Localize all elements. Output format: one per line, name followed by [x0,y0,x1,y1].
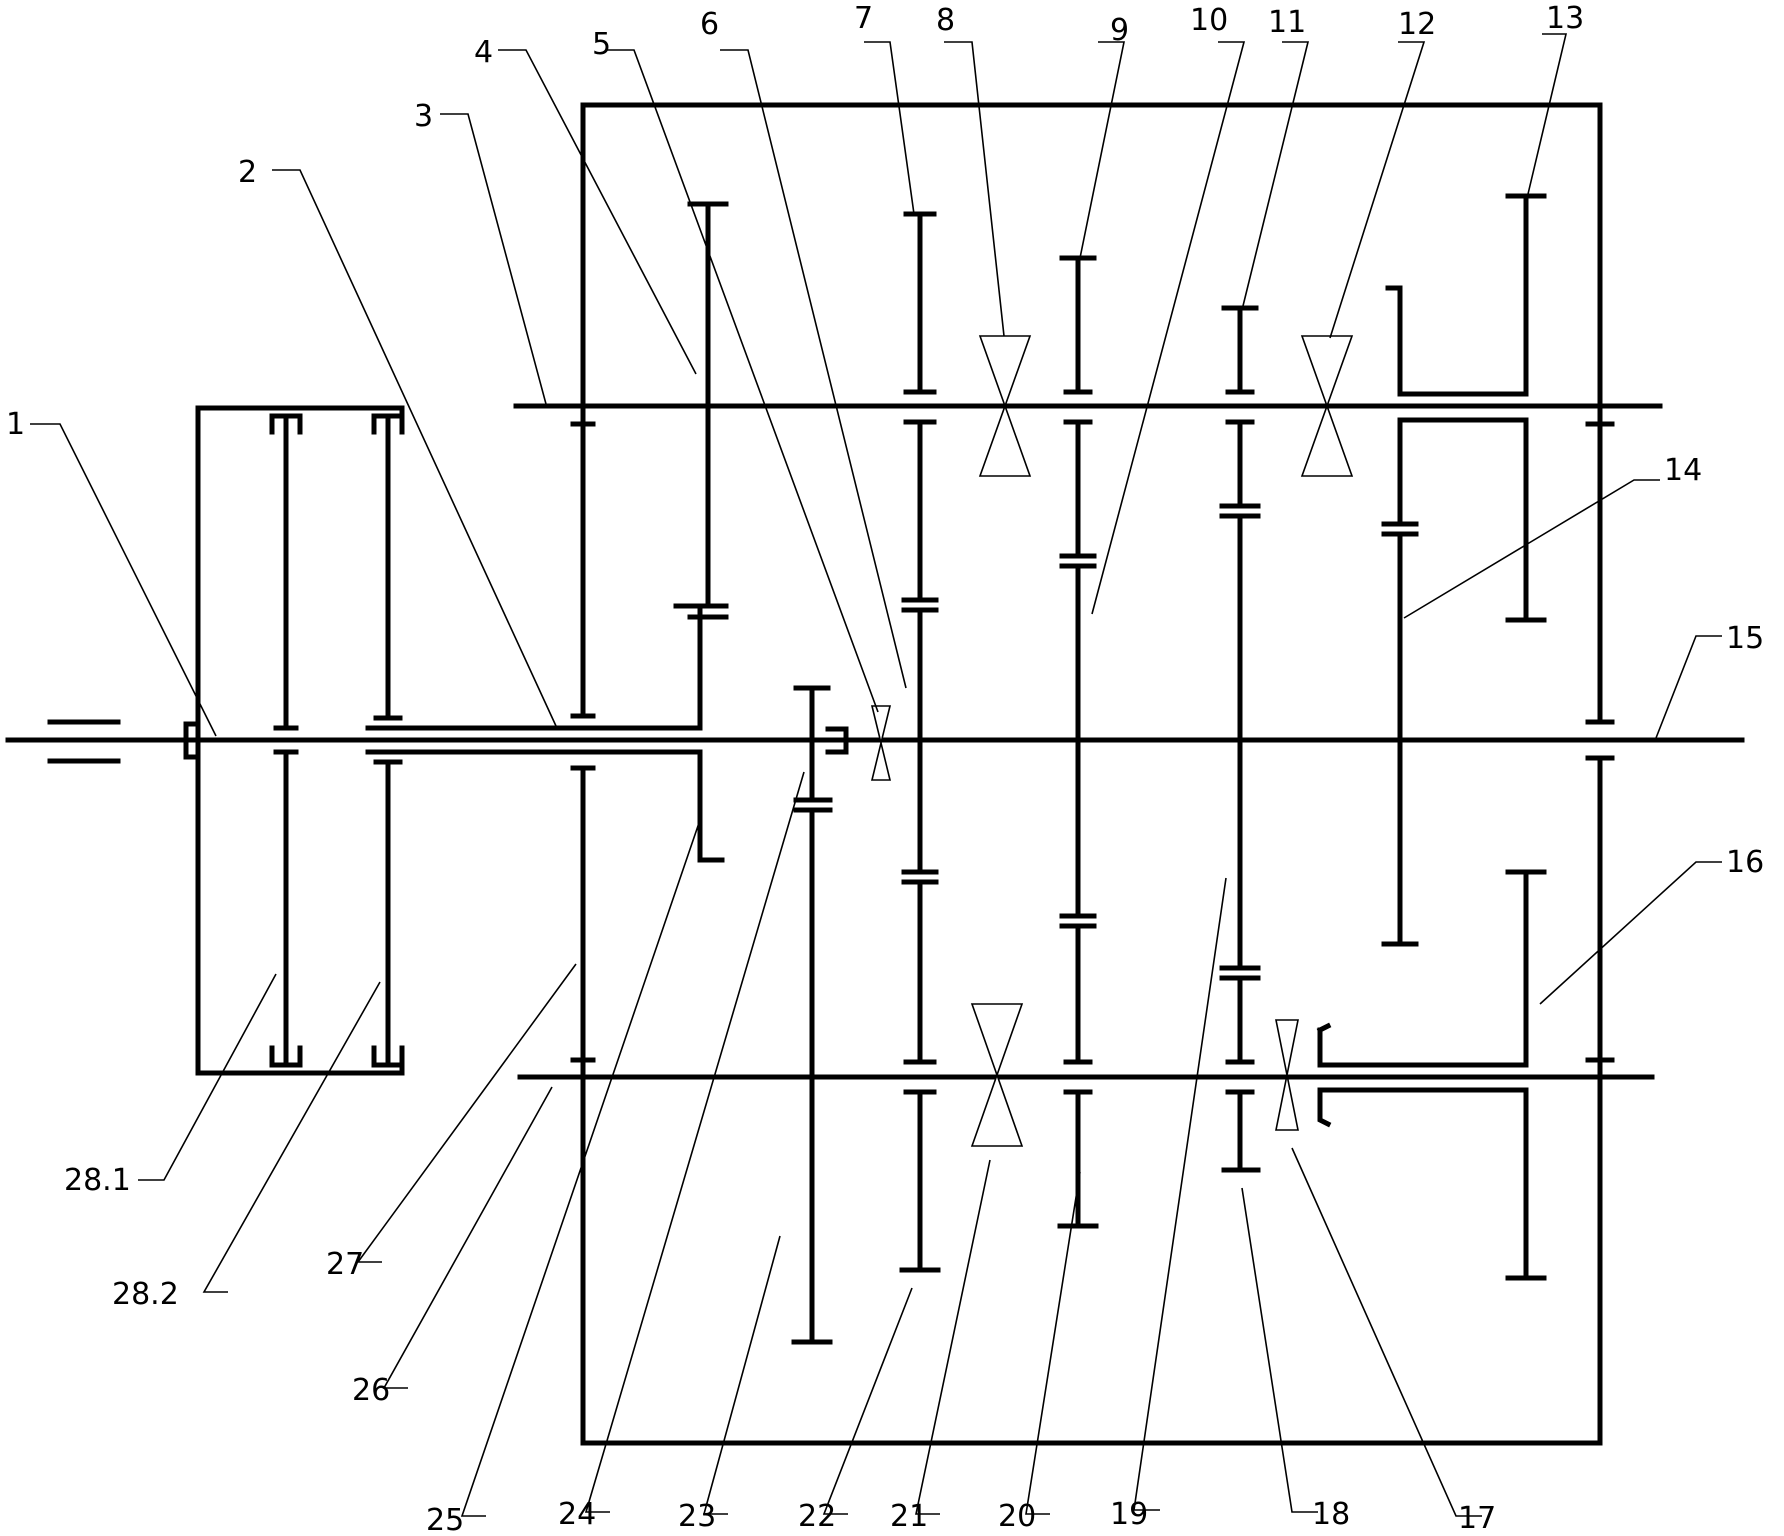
synchronizer-21 [970,1003,1024,1147]
label-19: 19 [1110,1497,1148,1532]
label-10: 10 [1190,3,1228,38]
label-12: 12 [1398,7,1436,42]
gear-14 [1381,193,1547,947]
label-4: 4 [474,35,493,70]
label-3: 3 [414,99,433,134]
label-8: 8 [936,3,955,38]
part-labels: 1 2 3 4 5 6 7 8 9 10 11 12 13 14 15 16 1… [6,1,1764,1536]
gear-22 [899,1089,941,1273]
gear-4 [687,201,729,620]
gear-27 [570,421,596,1063]
synchronizer-5 [870,705,892,781]
label-11: 11 [1268,5,1306,40]
gear-23 [791,685,833,1345]
input-shaft-1 [5,719,815,764]
label-7: 7 [854,1,873,36]
gear-13 [1585,421,1615,1063]
synchronizer-17 [1275,1019,1299,1131]
label-13: 13 [1546,1,1584,36]
label-1: 1 [6,407,25,442]
label-5: 5 [592,27,611,62]
label-27: 27 [326,1247,364,1282]
synchronizer-8 [978,335,1032,477]
gear-16 [1316,869,1547,1281]
label-22: 22 [798,1499,836,1534]
label-21: 21 [890,1499,928,1534]
gear-11 [1219,305,1261,1065]
label-26: 26 [352,1373,390,1408]
label-17: 17 [1458,1501,1496,1536]
label-2: 2 [238,155,257,190]
gear-20 [1057,1089,1099,1229]
gear-18 [1221,1089,1261,1173]
label-28-1: 28.1 [64,1163,131,1198]
label-9: 9 [1110,13,1129,48]
leader-lines [30,33,1722,1517]
clutch-housing [183,405,405,1076]
label-14: 14 [1664,453,1702,488]
label-20: 20 [998,1499,1036,1534]
label-6: 6 [700,7,719,42]
synchronizer-12 [1300,335,1354,477]
hollow-shaft-2 [365,603,725,863]
label-23: 23 [678,1499,716,1534]
gear-9 [1059,255,1097,1065]
lower-countershaft-26 [517,1057,1655,1097]
label-25: 25 [426,1503,464,1536]
gear-7 [901,211,939,1065]
label-28-2: 28.2 [112,1277,179,1312]
label-16: 16 [1726,845,1764,880]
gearbox-housing [580,102,1603,1446]
label-18: 18 [1312,1497,1350,1532]
label-24: 24 [558,1497,596,1532]
label-15: 15 [1726,621,1764,656]
